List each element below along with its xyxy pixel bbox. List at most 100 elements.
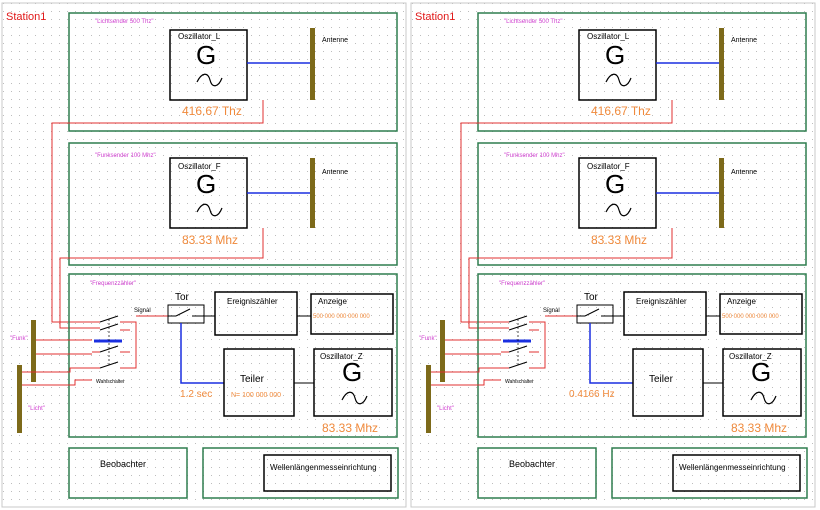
display-label: Anzeige [318,297,347,306]
gate-time: 1.2 sec [180,389,212,400]
light-antenna [719,28,724,100]
wavelength-group [202,447,399,499]
gate-label: Tor [584,292,599,303]
light-signal-wire [460,100,673,323]
event-counter-label: Ereigniszähler [227,297,278,306]
counter-group [477,273,807,438]
radio-antenna [310,158,315,228]
oscillator-z-symbol: G [342,357,362,387]
sine-wave-icon [341,391,368,405]
light-antenna-label: Antenne [322,37,348,44]
oscillator-l-title: Oszillator_L [587,32,630,41]
counter-label: "Frequenzzähler" [90,281,136,287]
display-value: 500 000 000 000 000 [313,314,370,320]
sine-wave-icon [605,203,632,217]
display-box[interactable] [310,293,394,335]
radio-antenna-label: Antenne [731,169,757,176]
display-label: Anzeige [727,297,756,306]
signal-label: Signal [543,308,560,314]
divider-label: Teiler [240,374,265,385]
funk-label: "Funk" [419,336,437,342]
licht-wire-2 [22,379,92,386]
licht-antenna [426,365,431,433]
divider-wire [589,323,633,384]
oscillator-z-title: Oszillator_Z [320,352,363,361]
oscillator-z[interactable] [313,348,393,417]
funk-label: "Funk" [10,336,28,342]
licht-wire [431,367,501,373]
light-sender-label: "Lichtsender 500 Thz" [95,19,154,25]
radio-antenna-label: Antenne [322,169,348,176]
oscillator-z-frequency: 83.33 Mhz [731,421,787,435]
radio-sender-group [477,142,807,266]
counter-label: "Frequenzzähler" [499,281,545,287]
oscillator-l[interactable] [578,29,657,101]
oscillator-z-frequency: 83.33 Mhz [322,421,378,435]
oscillator-z[interactable] [722,348,802,417]
station-label: Station1 [415,11,455,23]
divider-label: Teiler [649,374,674,385]
radio-frequency: 83.33 Mhz [182,233,238,247]
licht-wire [22,367,92,373]
light-antenna-label: Antenne [731,37,757,44]
event-counter-label: Ereigniszähler [636,297,687,306]
light-sender-label: "Lichtsender 500 Thz" [504,19,563,25]
event-counter[interactable] [214,291,298,336]
observer-label: Beobachter [509,459,555,469]
radio-sender-label: "Funksender 100 Mhz" [95,153,156,159]
event-counter[interactable] [623,291,707,336]
light-frequency: 416.67 Thz [182,104,242,118]
selector-switch[interactable] [92,315,137,369]
gate-box[interactable] [167,304,205,324]
observer-label: Beobachter [100,459,146,469]
counter-group [68,273,398,438]
light-signal-wire [51,100,264,323]
display-box[interactable] [719,293,803,335]
wavelength-box[interactable] [672,454,801,492]
oscillator-f-title: Oszillator_F [178,162,221,171]
observer-box[interactable] [477,447,597,499]
gate-time: 0.4166 Hz [569,389,615,400]
sine-wave-icon [605,73,632,87]
light-antenna [310,28,315,100]
wavelength-label: Wellenlängenmesseinrichtung [270,463,377,472]
oscillator-l-title: Oszillator_L [178,32,221,41]
wavelength-group [611,447,808,499]
oscillator-f-symbol: G [605,169,625,199]
gate-box[interactable] [576,304,614,324]
panel-left: Station1 "Lichtsender 500 Thz" Oszillato… [1,2,407,508]
funk-antenna [440,320,445,382]
oscillator-f-symbol: G [196,169,216,199]
wavelength-label: Wellenlängenmesseinrichtung [679,463,786,472]
licht-label: "Licht" [28,406,45,412]
sine-wave-icon [750,391,777,405]
light-sender-group [477,12,807,132]
divider-value: N= 100 000 000 [231,392,281,399]
light-frequency: 416.67 Thz [591,104,651,118]
oscillator-l-symbol: G [196,40,216,70]
panel-right: Station1 "Lichtsender 500 Thz" Oszillato… [410,2,816,508]
signal-label: Signal [134,308,151,314]
divider-wire [180,323,224,384]
oscillator-l-symbol: G [605,40,625,70]
radio-signal-wire [59,228,264,329]
oscillator-z-title: Oszillator_Z [729,352,772,361]
observer-box[interactable] [68,447,188,499]
licht-label: "Licht" [437,406,454,412]
radio-signal-wire [468,228,673,329]
station-label: Station1 [6,11,46,23]
licht-wire-2 [431,379,501,386]
licht-antenna [17,365,22,433]
wavelength-box[interactable] [263,454,392,492]
oscillator-f-title: Oszillator_F [587,162,630,171]
oscillator-l[interactable] [169,29,248,101]
selector-switch[interactable] [501,315,546,369]
sine-wave-icon [196,73,223,87]
funk-antenna [31,320,36,382]
gate-label: Tor [175,292,190,303]
radio-sender-group [68,142,398,266]
radio-frequency: 83.33 Mhz [591,233,647,247]
light-sender-group [68,12,398,132]
radio-antenna [719,158,724,228]
